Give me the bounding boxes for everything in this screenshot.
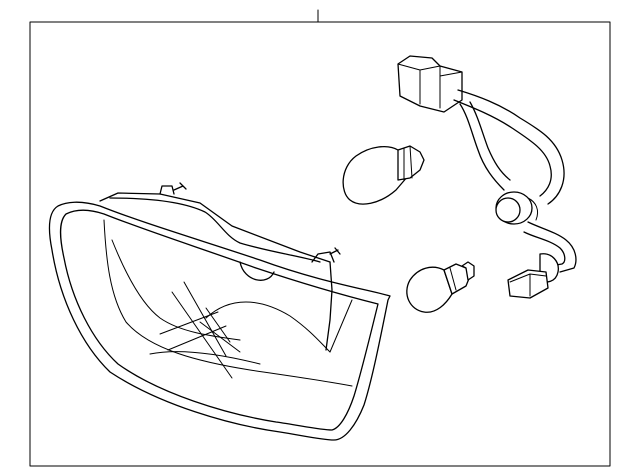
harness-wire-inner [453,99,552,197]
lens-inner-curve-2 [111,239,241,341]
harness-lower-wire-outer [527,221,577,273]
harness-small-socket-edges [509,273,547,297]
diagram-frame [29,21,611,467]
housing-back-bump [239,261,275,281]
lens-outer-rim [48,201,391,441]
lens-inner-line [329,299,353,353]
small-bulb [406,261,475,313]
housing-top-edge [99,192,331,263]
housing-inner-ridge [109,197,321,263]
lens-inner-curve-4 [149,351,261,365]
lens-reflection-lines [159,281,241,379]
housing-socket-2 [311,251,335,263]
harness-connector-edges [397,63,463,109]
harness-wire-outer [457,89,565,205]
lamp-housing [48,182,391,441]
lens-inner-rim [59,209,379,431]
housing-screw-2 [329,247,341,255]
lens-inner-curve-1 [103,219,353,387]
harness-wire-branch-outer [459,103,505,191]
large-bulb-glass [342,145,409,205]
large-bulb [342,145,425,205]
lens-inner-curve-3 [205,301,331,353]
housing-screw-1 [173,182,187,191]
small-bulb-base-ring [449,267,457,291]
wiring-harness [397,55,577,299]
small-bulb-glass [406,266,453,313]
harness-wire-branch-inner [469,101,511,181]
harness-small-socket-body [507,269,549,299]
harness-connector [397,55,463,113]
harness-socket-flange [527,197,539,221]
large-bulb-base-ring-2 [409,145,413,179]
harness-socket-inner [495,197,521,223]
housing-socket-1 [159,185,175,195]
housing-side-edge [325,261,333,351]
harness-lower-wire-inner [523,231,566,267]
small-bulb-tip [461,261,475,281]
